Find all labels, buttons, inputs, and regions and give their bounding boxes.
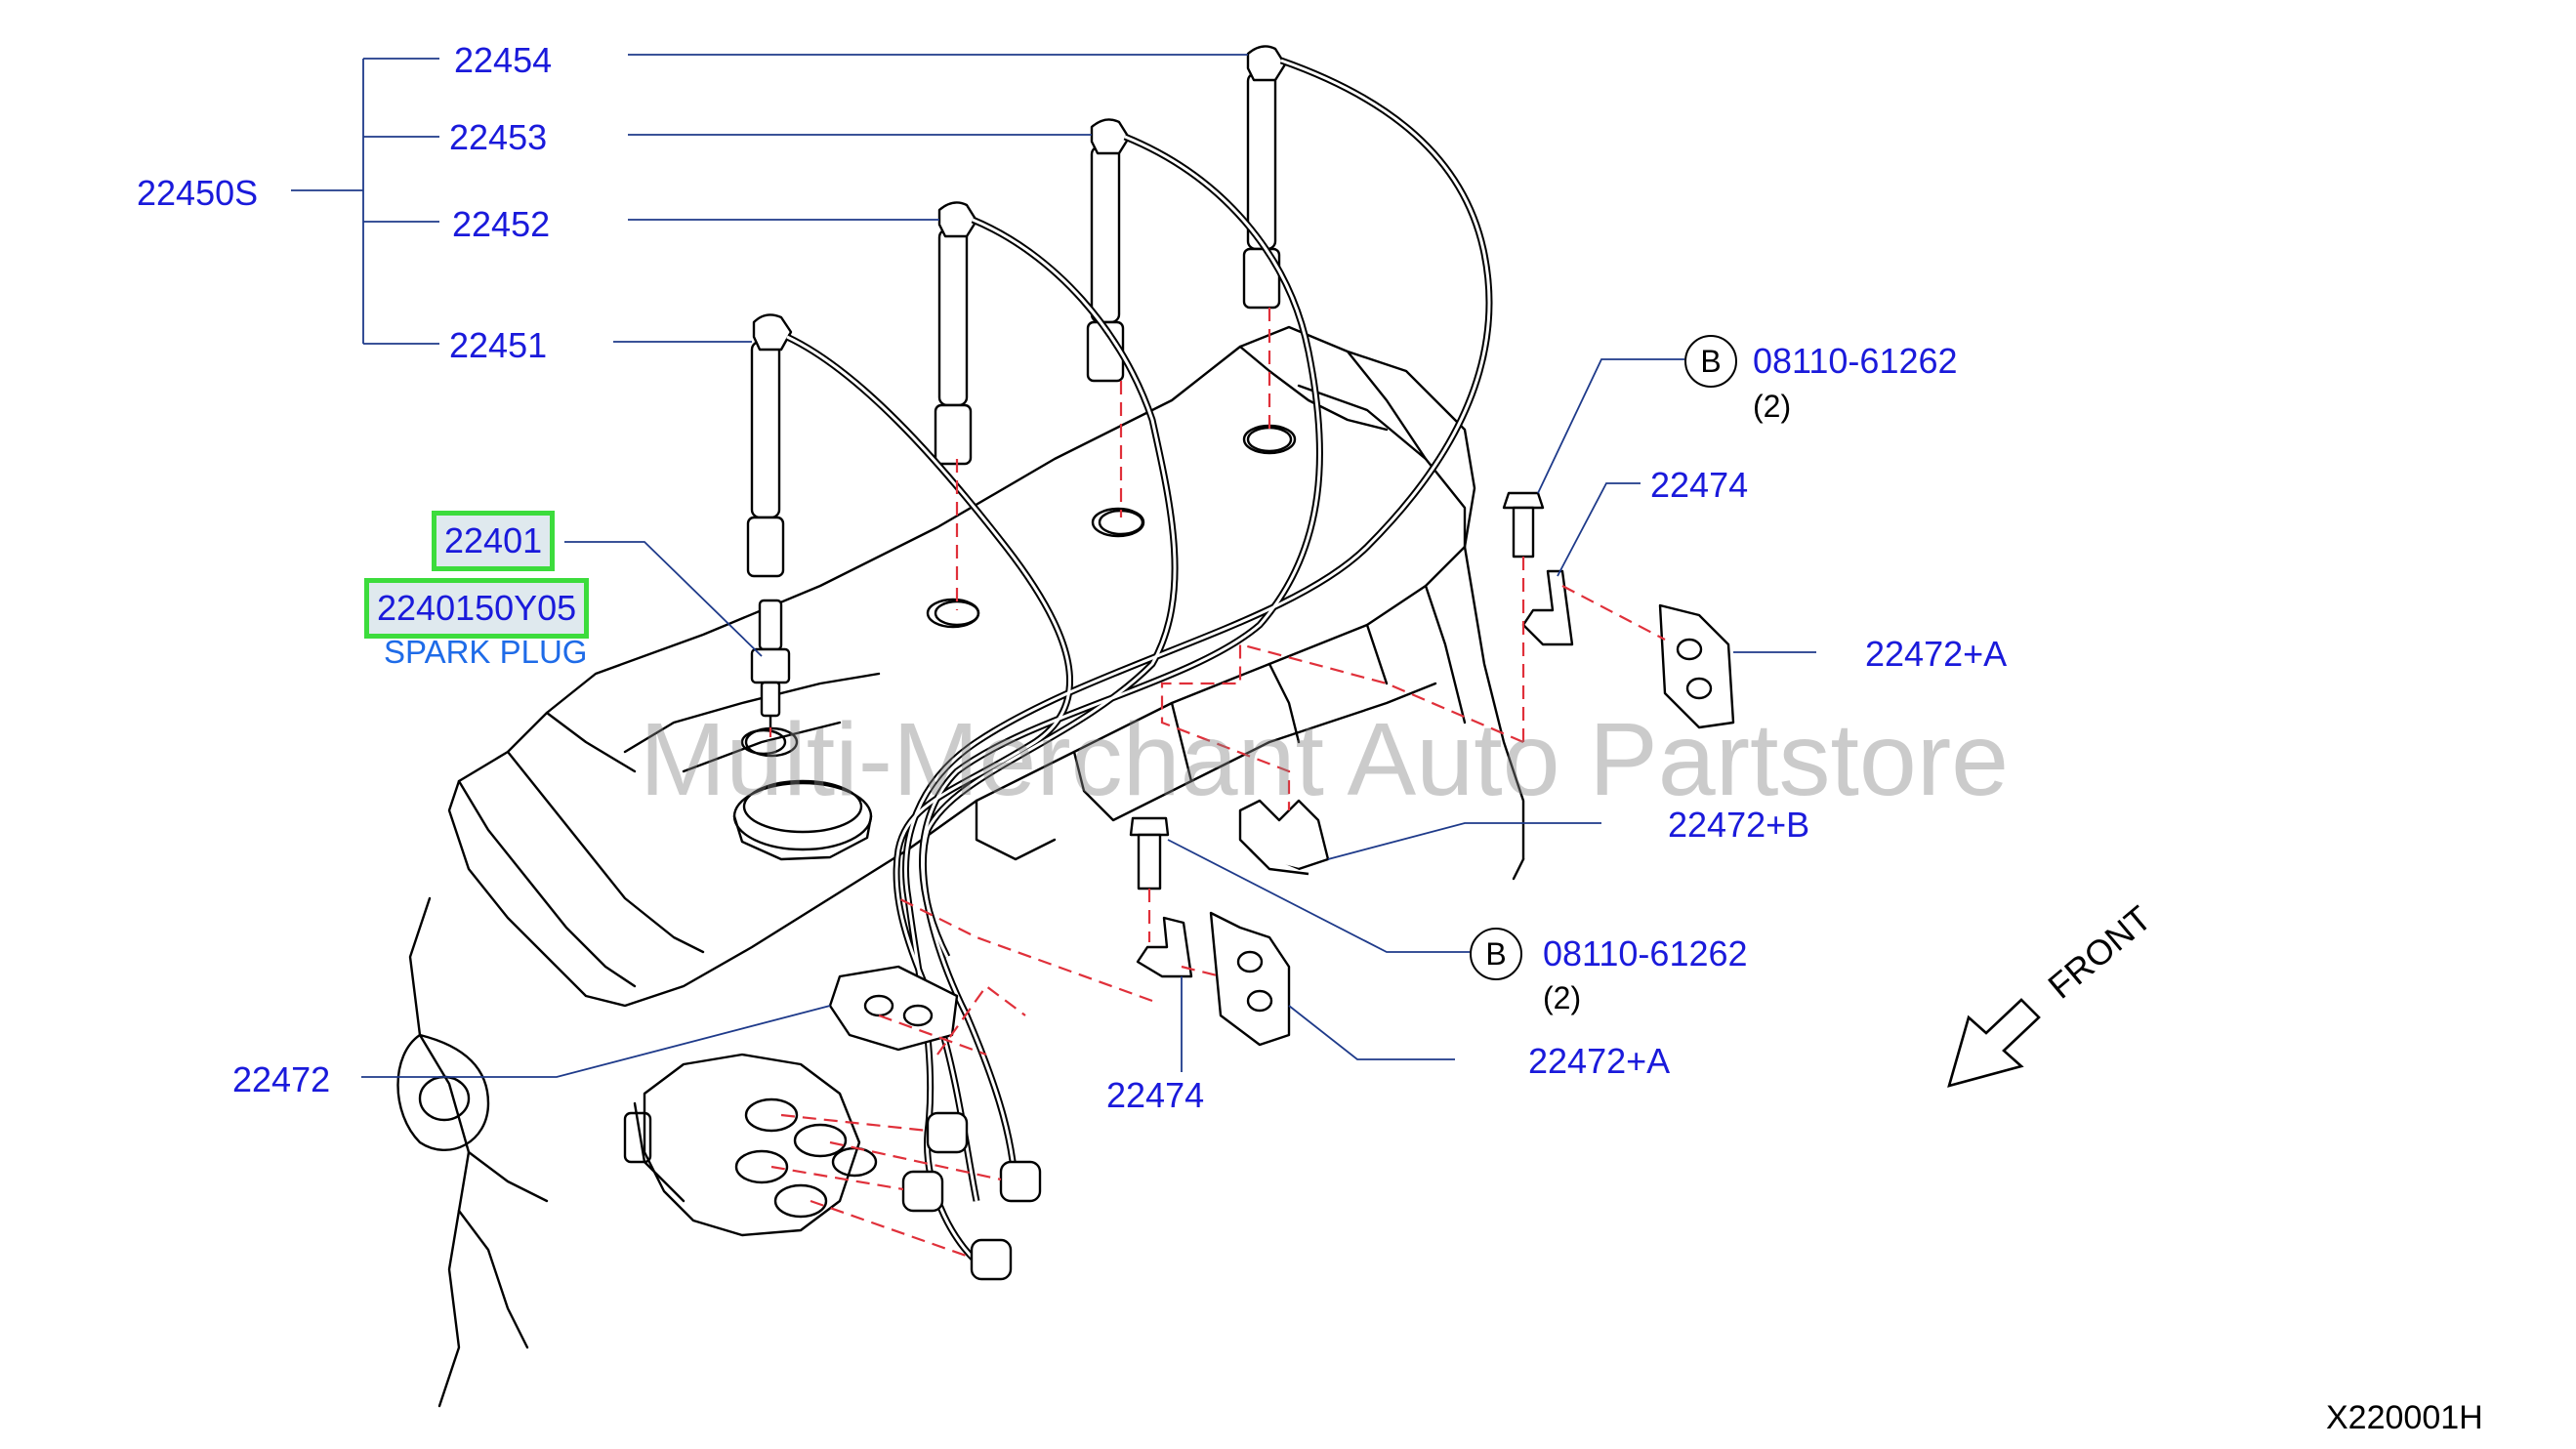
- label-clamp-lower-a[interactable]: 22472+A: [1528, 1041, 1671, 1081]
- spark-plug: [750, 599, 791, 727]
- label-bolt-lower-part[interactable]: 08110-61262: [1543, 933, 1748, 973]
- bolt-upper-code-badge: B: [1684, 335, 1737, 388]
- label-clamp-b[interactable]: 22472+B: [1668, 805, 1810, 845]
- label-clamp-left[interactable]: 22472: [232, 1059, 331, 1099]
- leader-lines: [291, 54, 1816, 1078]
- label-cable-2[interactable]: 22452: [452, 204, 551, 244]
- label-bolt-upper-qty: (2): [1753, 389, 1792, 424]
- front-arrow-icon: [1947, 998, 2041, 1088]
- label-bracket-upper[interactable]: 22474: [1650, 465, 1749, 505]
- label-plug-part-no[interactable]: 2240150Y05: [364, 578, 590, 639]
- label-plug-part[interactable]: 22401: [432, 511, 556, 571]
- label-cable-1[interactable]: 22451: [449, 325, 548, 365]
- label-bracket-lower[interactable]: 22474: [1106, 1075, 1205, 1115]
- ignition-cables: [746, 45, 1287, 578]
- bolt-lower-code-badge: B: [1470, 928, 1522, 980]
- label-plug-name: SPARK PLUG: [384, 634, 588, 670]
- label-cable-3[interactable]: 22453: [449, 117, 548, 157]
- distributor-boots: [901, 1111, 1042, 1281]
- engine-outline: [396, 325, 1525, 1408]
- label-clamp-upper-a[interactable]: 22472+A: [1865, 634, 2008, 674]
- assembly-dashes: [769, 308, 1666, 1260]
- label-cable-4[interactable]: 22454: [454, 40, 553, 80]
- label-bolt-upper-part[interactable]: 08110-61262: [1753, 341, 1958, 381]
- watermark: Multi-Merchant Auto Partstore: [640, 702, 2010, 817]
- label-set[interactable]: 22450S: [137, 173, 259, 213]
- figure-code: X220001H: [2326, 1399, 2483, 1436]
- label-bolt-lower-qty: (2): [1543, 980, 1582, 1015]
